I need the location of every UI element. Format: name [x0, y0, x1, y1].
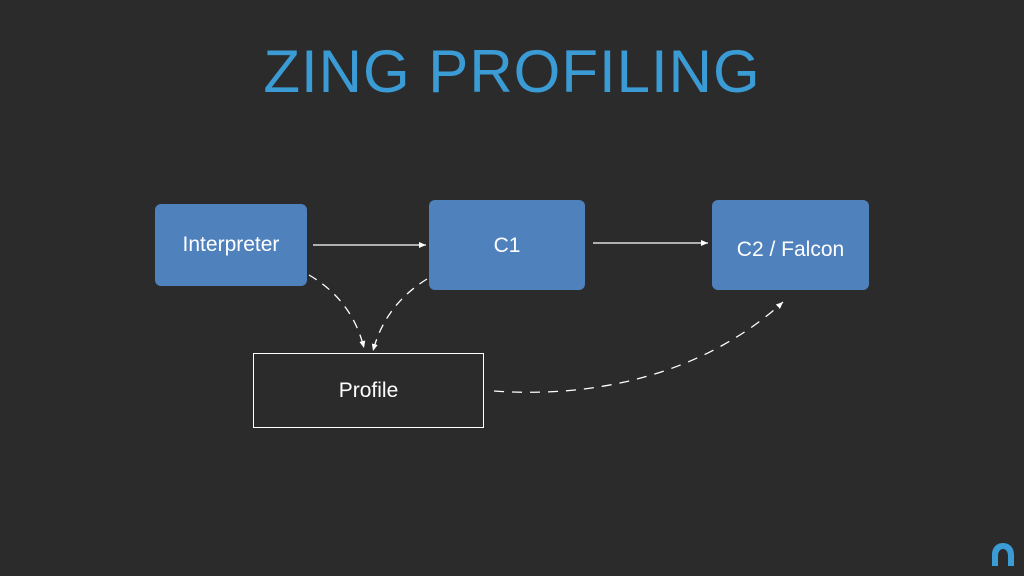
- c1-node: C1: [429, 200, 585, 290]
- profile-label: Profile: [338, 378, 399, 402]
- slide-title: ZING PROFILING: [263, 38, 761, 105]
- interpreter-label: Interpreter: [182, 233, 280, 256]
- dashed-arrow-c1-to-profile: [371, 278, 428, 352]
- c2-falcon-label: C2 / Falcon: [736, 238, 845, 261]
- c2-falcon-node: C2 / Falcon: [712, 200, 869, 290]
- interpreter-node: Interpreter: [155, 204, 307, 286]
- profile-box: Profile: [253, 353, 484, 428]
- azul-logo-icon: [992, 543, 1014, 566]
- dashed-arrow-profile-to-c2: [493, 301, 784, 393]
- dashed-arrow-interpreter-to-profile: [308, 274, 366, 349]
- c1-label: C1: [493, 234, 521, 257]
